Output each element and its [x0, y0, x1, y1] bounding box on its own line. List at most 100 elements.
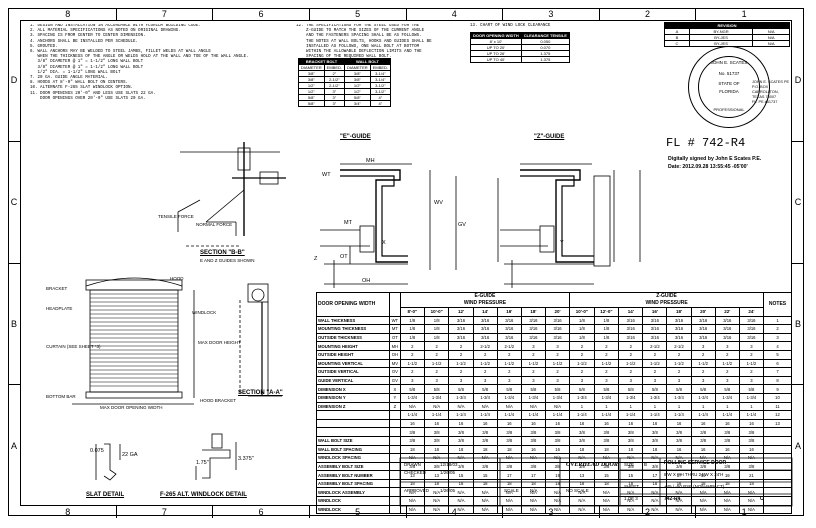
- row-note: 7: [763, 367, 792, 377]
- windlock-cell: 1.375: [520, 56, 570, 63]
- z-guide-cell: 1: [738, 401, 765, 412]
- row-note: 6: [763, 358, 792, 369]
- z-guide-column-header: 18': [666, 307, 692, 317]
- e-guide-cell: 1/8: [399, 324, 425, 334]
- z-guide-cell: 2: [690, 367, 716, 377]
- digital-signature-date: Date: 2012.09.28 13:55:45 -05'00': [668, 164, 748, 170]
- z-guide-cell: N/A: [714, 504, 740, 515]
- e-guide-cell: 3/16: [520, 324, 547, 334]
- e-guide-cell: N/A: [520, 453, 547, 463]
- z-guide-cell: 1-3/4: [738, 392, 765, 403]
- seal-address-line: CARROLLTON, TEXAS 75007: [752, 90, 779, 99]
- e-guide-cell: N/A: [399, 401, 425, 412]
- e-guide-cell: 2: [472, 349, 498, 360]
- z-guide-cell: 16: [738, 418, 765, 429]
- row-code: OV: [388, 367, 401, 377]
- z-guide-cell: N/A: [714, 487, 740, 498]
- e-guide-cell: 1-1/2: [423, 358, 450, 369]
- windlock-label: WINDLOCK: [192, 310, 217, 315]
- z-guide-cell: 3/8: [738, 461, 765, 472]
- row-label: OUTSIDE THICKNESS: [316, 332, 390, 343]
- z-guide-cell: 5/8: [666, 384, 692, 394]
- row-note: 2: [763, 324, 792, 334]
- e-guide-drawing: [320, 163, 457, 288]
- e-guide-cell: 16: [399, 418, 425, 429]
- z-guide-cell: 1-3/4: [714, 392, 740, 403]
- z-guide-cell: 15: [593, 470, 620, 480]
- z-guide-cell: 3/8: [714, 427, 740, 437]
- z-guide-column-header: 12'-0": [593, 307, 620, 317]
- e-guide-cell: 3/16: [496, 332, 522, 343]
- z-guide-cell: 16: [618, 418, 644, 429]
- e-guide-cell: 18: [472, 478, 498, 489]
- z-guide-cell: 16: [569, 418, 595, 429]
- e-guide-cell: 3/16: [472, 315, 498, 326]
- row-code: [388, 478, 401, 489]
- e-guide-cell: 3/8: [399, 435, 425, 446]
- drawing-subtitle-1: 8'W X 8'H THRU 24'W X 24'H: [664, 472, 724, 477]
- z-guide-cell: N/A: [618, 504, 644, 515]
- z-guide-cell: 13: [569, 470, 595, 480]
- z-guide-cell: 16: [738, 444, 765, 455]
- z-guide-cell: 2: [738, 349, 765, 360]
- e-guide-cell: 2: [544, 349, 571, 360]
- curtain-label: CURTAIN (SEE SHEET *3): [46, 344, 101, 349]
- e-guide-cell: N/A: [423, 504, 450, 515]
- tensile-force-label: TENSILE FORCE: [158, 214, 194, 219]
- zone-label: 4: [405, 8, 503, 20]
- z-guide-cell: 3/16: [714, 332, 740, 343]
- row-note: [763, 504, 792, 515]
- e-guide-cell: 1-3/4: [520, 392, 547, 403]
- z-guide-cell: 1-1/4: [569, 410, 595, 420]
- row-note: 11: [763, 401, 792, 412]
- z-guide-cell: 3/16: [642, 315, 668, 326]
- row-label: WINDLOCK ASSEMBLY: [316, 487, 390, 498]
- e-guide-cell: 5/8: [399, 384, 425, 394]
- z-guide-cell: 3/8: [642, 435, 668, 446]
- z-guide-cell: 5/8: [593, 384, 620, 394]
- table-corner: DOOR OPENING WIDTH: [316, 292, 390, 317]
- row-label: ASSEMBLY BOLT NUMBER: [316, 470, 390, 480]
- e-guide-cell: 2: [448, 349, 474, 360]
- hood-bracket-label: HOOD BRACKET: [200, 398, 237, 403]
- e-guide-column-header: 20': [544, 307, 571, 317]
- wind-pressure-label: WIND PRESSURE: [463, 300, 507, 306]
- headplate-label: HEADPLATE: [46, 306, 73, 311]
- z-guide-cell: 3/8: [738, 427, 765, 437]
- e-guide-cell: 19: [544, 470, 571, 480]
- e-guide-cell: 16: [544, 444, 571, 455]
- z-guide-cell: N/A: [690, 496, 716, 506]
- row-code: [388, 453, 401, 463]
- z-guide-cell: 2: [593, 341, 620, 351]
- e-guide-cell: 1-1/4: [496, 410, 522, 420]
- e-guide-cell: N/A: [544, 496, 571, 506]
- e-guide-cell: 3/8: [423, 427, 450, 437]
- e-guide-cell: 3/16: [472, 324, 498, 334]
- e-guide-cell: 18: [520, 478, 547, 489]
- row-label: OUTSIDE HEIGHT: [316, 349, 390, 360]
- e-guide-cell: 15: [472, 470, 498, 480]
- z-guide-cell: 1/8: [593, 324, 620, 334]
- z-guide-column-header: 10'-0": [569, 307, 595, 317]
- z-guide-cell: 1-1/2: [738, 358, 765, 369]
- z-guide-cell: 18: [738, 478, 765, 489]
- z-guide-cell: 1-1/2: [714, 358, 740, 369]
- zone-label: C: [792, 140, 804, 263]
- z-guide-cell: N/A: [690, 504, 716, 515]
- row-note: [763, 435, 792, 446]
- z-guide-cell: 2: [618, 341, 644, 351]
- e-guide-cell: 3: [544, 375, 571, 386]
- row-code: MT: [388, 324, 401, 334]
- z-guide-cell: 3: [714, 341, 740, 351]
- row-label: GUIDE VERTICAL: [316, 375, 390, 386]
- e-guide-cell: 1/8: [423, 324, 450, 334]
- row-label: WINDLOCK: [316, 504, 390, 515]
- e-guide-cell: N/A: [520, 496, 547, 506]
- row-label: ASSEMBLY BOLT SIZE: [316, 461, 390, 472]
- z-guide-cell: 1-1/4: [642, 410, 668, 420]
